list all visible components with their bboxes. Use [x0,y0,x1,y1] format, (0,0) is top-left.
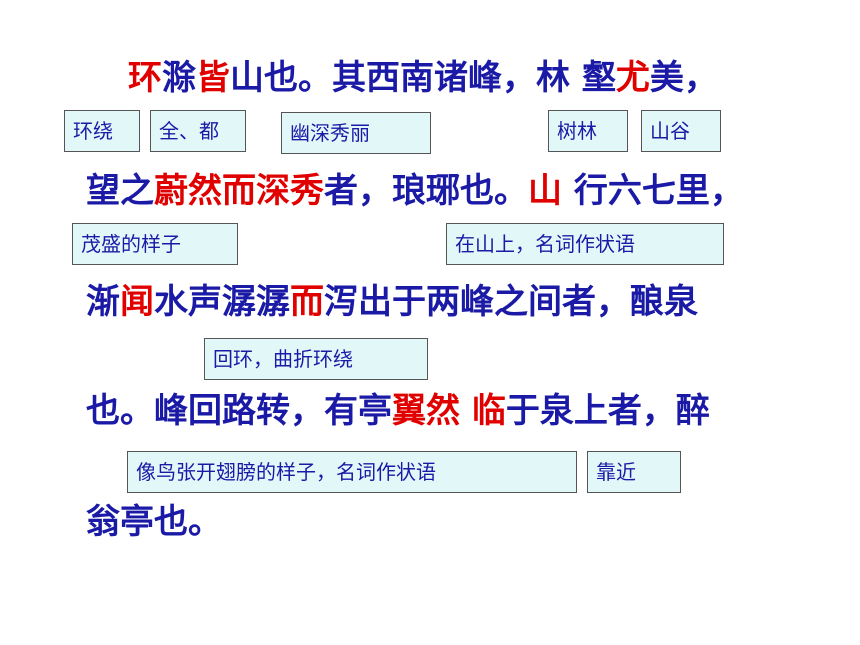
text-segment: 于泉上者，醉 [505,391,710,431]
text-segment: 泻出于两峰之间者，酿泉 [324,282,698,322]
text-segment: 望之 [86,171,154,211]
text-segment: 也。峰回路转，有亭 [86,391,392,431]
note-shenxiu: 幽深秀丽 [281,112,431,154]
text-segment: 滁 [162,58,196,98]
text-segment: 美， [649,58,718,98]
text-segment: 渐 [86,282,120,322]
highlighted-word: 闻 [120,282,154,322]
note-lin: 树林 [548,110,628,152]
text-segment: 行六七里， [562,171,744,211]
highlighted-word: 翼然 临 [392,391,506,431]
note-he: 山谷 [641,110,721,152]
note-yiran: 像鸟张开翅膀的样子，名词作状语 [127,451,577,493]
text-segment: 水声潺潺 [154,282,290,322]
text-line-3: 渐闻水声潺潺而泻出于两峰之间者，酿泉 [86,282,698,322]
highlighted-word: 环 [128,58,162,98]
text-segment: 山也。其西南诸峰，林 壑 [230,58,616,98]
note-fenghui: 回环，曲折环绕 [204,338,428,380]
highlighted-word: 皆 [196,58,230,98]
highlighted-word: 而 [290,282,324,322]
text-line-4: 也。峰回路转，有亭翼然 临于泉上者，醉 [86,391,710,431]
note-weiran: 茂盛的样子 [72,223,238,265]
highlighted-word: 山 [528,171,562,211]
text-segment: 翁亭也。 [86,502,222,542]
note-shan: 在山上，名词作状语 [446,223,724,265]
text-line-1: 环滁皆山也。其西南诸峰，林 壑尤美， [128,58,718,98]
highlighted-word: 尤 [615,58,650,98]
text-line-5: 翁亭也。 [86,502,222,542]
note-jie: 全、都 [150,110,246,152]
highlighted-word: 蔚然而深秀 [154,171,324,211]
text-line-2: 望之蔚然而深秀者，琅琊也。山 行六七里， [86,171,744,211]
note-huan: 环绕 [64,110,140,152]
text-segment: 者，琅琊也。 [324,171,528,211]
note-lin2: 靠近 [587,451,681,493]
